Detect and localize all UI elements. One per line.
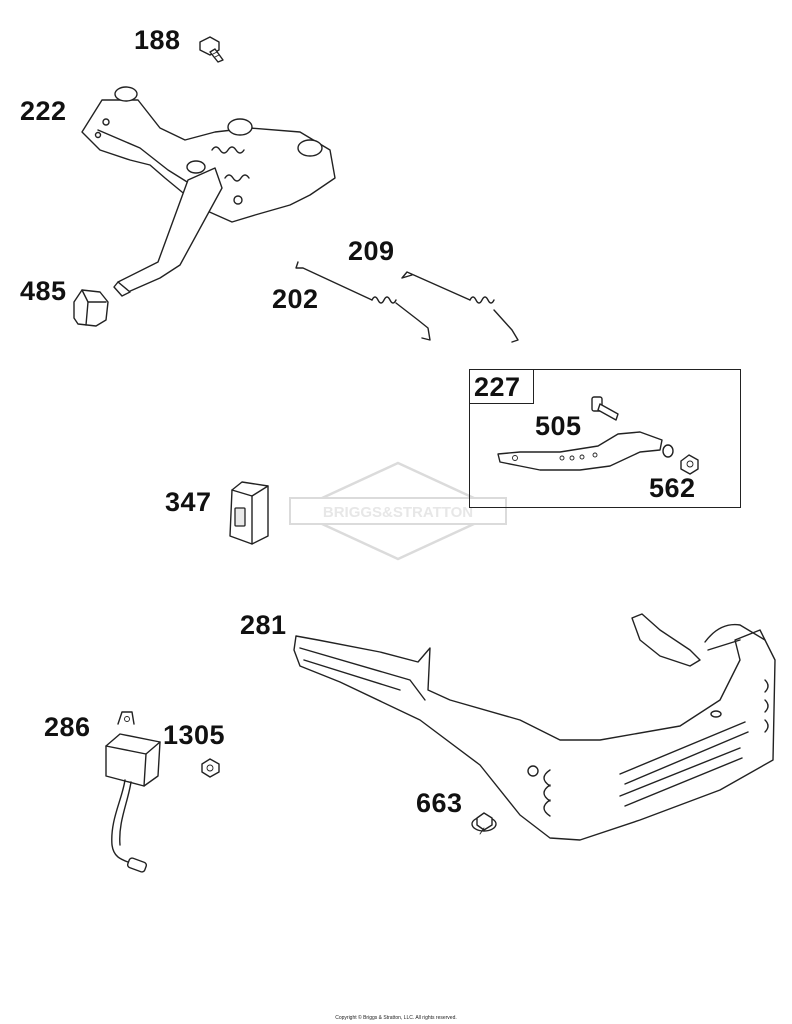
part-202-governor-link[interactable] (295, 261, 431, 341)
brand-watermark: BRIGGS&STRATTON (289, 461, 507, 561)
callout-281[interactable]: 281 (240, 610, 287, 640)
kit-227-label-box (469, 369, 534, 404)
callout-505[interactable]: 505 (535, 411, 582, 441)
callout-347[interactable]: 347 (165, 487, 212, 517)
part-485-knob[interactable] (73, 289, 109, 327)
part-281-shroud[interactable] (293, 613, 776, 841)
watermark-text: BRIGGS&STRATTON (323, 504, 473, 521)
part-347-switch[interactable] (229, 481, 269, 545)
part-286-ignition-module[interactable] (105, 711, 161, 873)
part-227-choke-lever[interactable] (497, 431, 663, 471)
part-505-pin[interactable] (591, 396, 619, 421)
part-188-bolt[interactable] (199, 36, 224, 63)
part-209-spring[interactable] (401, 271, 519, 343)
part-1305-screw[interactable] (201, 758, 220, 778)
part-562-nut[interactable] (662, 444, 699, 475)
part-663-screw[interactable] (471, 812, 497, 835)
kit-227-box (469, 369, 741, 508)
callout-209[interactable]: 209 (348, 236, 395, 266)
callout-227[interactable]: 227 (474, 372, 521, 402)
callout-286[interactable]: 286 (44, 712, 91, 742)
callout-485[interactable]: 485 (20, 276, 67, 306)
callout-562[interactable]: 562 (649, 473, 696, 503)
part-222-control-bracket[interactable] (81, 86, 336, 297)
callout-202[interactable]: 202 (272, 284, 319, 314)
callout-222[interactable]: 222 (20, 96, 67, 126)
callout-1305[interactable]: 1305 (163, 720, 226, 750)
callout-188[interactable]: 188 (134, 25, 181, 55)
callout-663[interactable]: 663 (416, 788, 463, 818)
copyright-notice: Copyright © Briggs & Stratton, LLC. All … (335, 1015, 457, 1021)
